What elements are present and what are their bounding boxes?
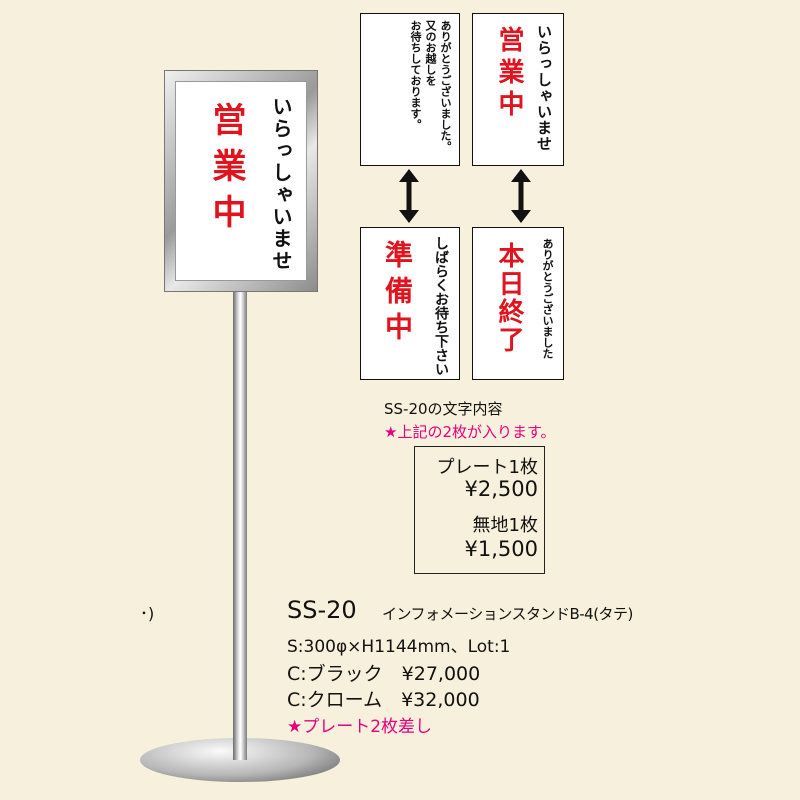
plate-price-value: ¥2,500 bbox=[464, 477, 538, 501]
plain-price-value: ¥1,500 bbox=[464, 537, 538, 561]
product-size: S:300φ×H1144mm、Lot:1 bbox=[287, 637, 511, 657]
plate-open-big: 営業中 bbox=[494, 26, 524, 122]
plate-thanks-line1: ありがとうございました。 bbox=[439, 20, 452, 152]
swap-arrow-icon bbox=[399, 169, 419, 223]
content-note: ★上記の2枚が入ります。 bbox=[384, 423, 556, 441]
product-name: インフォメーションスタンドB-4(タテ) bbox=[382, 605, 633, 623]
plate-closed-big: 本日終了 bbox=[494, 242, 524, 354]
plate-thanks-line2: 又のお越しを bbox=[424, 20, 437, 86]
stand-welcome-text: いらっしゃいませ bbox=[269, 96, 293, 272]
plate-closed: ありがとうございました 本日終了 bbox=[472, 227, 564, 380]
plate-thanks: ありがとうございました。 又のお越しを お待ちしております。 bbox=[360, 13, 460, 166]
plate-open-welcome: いらっしゃいませ bbox=[535, 24, 553, 152]
stand-sign-frame: いらっしゃいませ 営業中 bbox=[164, 70, 318, 292]
price-black: C:ブラック ¥27,000 bbox=[287, 663, 481, 685]
plate-closed-thanks: ありがとうございました bbox=[541, 238, 554, 359]
plate-preparing-big: 準備中 bbox=[381, 240, 414, 348]
plate-price-box: プレート1枚 ¥2,500 無地1枚 ¥1,500 bbox=[414, 446, 545, 574]
product-note: ★プレート2枚差し bbox=[287, 717, 433, 737]
plain-price-label: 無地1枚 bbox=[472, 515, 538, 536]
product-code: SS-20 bbox=[287, 596, 357, 624]
swap-arrow-icon bbox=[511, 169, 531, 223]
plate-price-label: プレート1枚 bbox=[436, 457, 538, 478]
plate-preparing-wait: しばらくお待ち下さい bbox=[433, 236, 449, 376]
plate-preparing: しばらくお待ち下さい 準備中 bbox=[360, 227, 460, 380]
stand-open-text: 営業中 bbox=[206, 102, 246, 240]
left-text-fragment: ･) bbox=[140, 604, 155, 623]
content-caption: SS-20の文字内容 bbox=[384, 400, 503, 418]
stand-sign-plate: いらっしゃいませ 営業中 bbox=[175, 81, 307, 281]
plate-thanks-line3: お待ちしております。 bbox=[409, 20, 422, 130]
plate-open: いらっしゃいませ 営業中 bbox=[472, 13, 564, 166]
stand-pole bbox=[233, 290, 247, 760]
price-chrome: C:クローム ¥32,000 bbox=[287, 689, 480, 711]
